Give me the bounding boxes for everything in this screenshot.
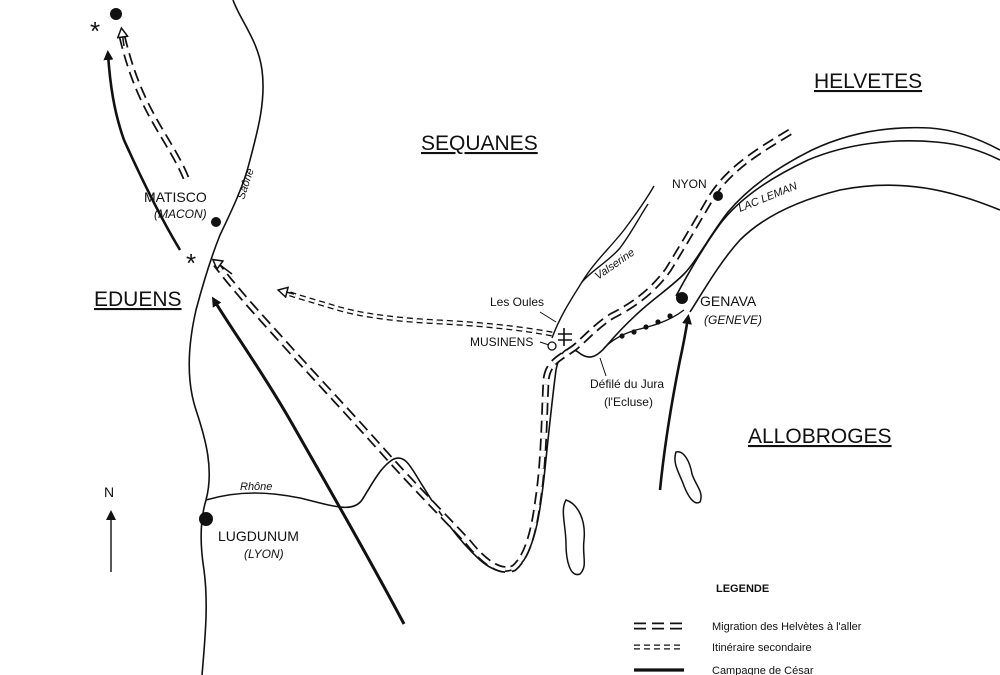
label-les-oules: Les Oules [490, 295, 544, 309]
label-rhone: Rhône [240, 481, 272, 493]
lake-small-1 [562, 499, 586, 576]
city-label-nyon: NYON [672, 177, 707, 191]
dotted-route-geneva [619, 313, 673, 339]
legend: LEGENDE Migration des Helvètes à l'aller… [634, 583, 862, 675]
battle-marker-north: * [90, 16, 100, 46]
city-label-genava: GENAVA [700, 293, 757, 309]
caesar-campaign-lyon [211, 296, 406, 625]
city-modern-genava: (GENEVE) [704, 313, 762, 327]
region-helvetes: HELVETES [814, 70, 922, 93]
rhone-river [205, 126, 1000, 573]
city-dot-nyon [713, 191, 723, 201]
valserine-river [551, 185, 655, 339]
city-label-matisco: MATISCO [144, 189, 207, 205]
lake-small-2 [674, 451, 702, 504]
pointer-les-oules [539, 311, 557, 323]
legend-title: LEGENDE [716, 583, 769, 595]
legend-label-secondary: Itinéraire secondaire [712, 642, 812, 654]
region-allobroges: ALLOBROGES [748, 425, 892, 448]
label-saone: Saône [235, 167, 256, 201]
label-defile-line1: Défilé du Jura [590, 377, 664, 391]
battle-marker-matisco: * [186, 248, 196, 278]
helvetes-migration-route [216, 128, 792, 573]
city-label-lugdunum: LUGDUNUM [218, 528, 299, 544]
caesar-campaign-north [103, 50, 182, 251]
legend-label-migration: Migration des Helvètes à l'aller [712, 621, 862, 633]
crossing-mark [558, 328, 572, 346]
legend-label-caesar: Campagne de César [712, 665, 814, 675]
label-valserine: Valserine [593, 247, 637, 283]
region-sequanes: SEQUANES [421, 132, 538, 155]
helvetes-migration-north [122, 32, 190, 180]
caesar-campaign-geneva [658, 314, 692, 491]
city-dot-genava [676, 292, 688, 304]
city-dot-matisco [211, 217, 221, 227]
city-modern-matisco: (MACON) [154, 207, 207, 221]
lac-leman-south-shore [689, 184, 1000, 313]
city-modern-lugdunum: (LYON) [244, 547, 284, 561]
saone-river [188, 0, 264, 675]
label-defile-line2: (l'Ecluse) [604, 395, 653, 409]
north-label: N [104, 484, 114, 500]
musinens-circle [547, 341, 557, 351]
north-arrow: N [104, 484, 116, 572]
secondary-itinerary [282, 291, 553, 337]
label-musinens: MUSINENS [470, 335, 533, 349]
pointer-defile [599, 357, 607, 377]
valserine-branch [581, 203, 649, 283]
lac-leman-north-shore [675, 140, 1000, 297]
city-dot-lugdunum [199, 512, 213, 526]
city-dot-north [110, 8, 122, 20]
region-eduens: EDUENS [94, 288, 182, 311]
